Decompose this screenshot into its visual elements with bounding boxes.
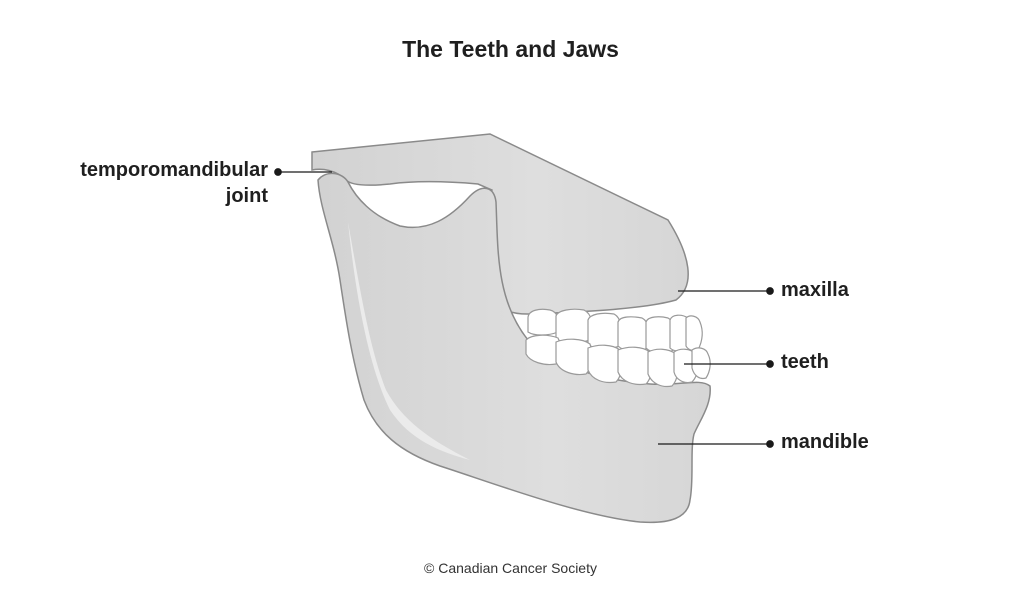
tmj-label: temporomandibular joint <box>80 157 268 209</box>
maxilla-pointer-dot <box>766 287 774 295</box>
teeth-pointer-dot <box>766 360 774 368</box>
mandible-label: mandible <box>781 431 869 453</box>
diagram-title: The Teeth and Jaws <box>402 36 619 62</box>
lower-teeth <box>525 334 711 388</box>
tmj-label-line2: joint <box>225 185 268 207</box>
teeth-label: teeth <box>781 351 829 373</box>
mandible-pointer-dot <box>766 440 774 448</box>
tmj-label-line1: temporomandibular <box>80 159 268 181</box>
copyright-notice: © Canadian Cancer Society <box>424 560 597 576</box>
tmj-pointer-dot <box>274 168 282 176</box>
maxilla-label: maxilla <box>781 279 849 301</box>
leader-lines <box>274 168 774 448</box>
